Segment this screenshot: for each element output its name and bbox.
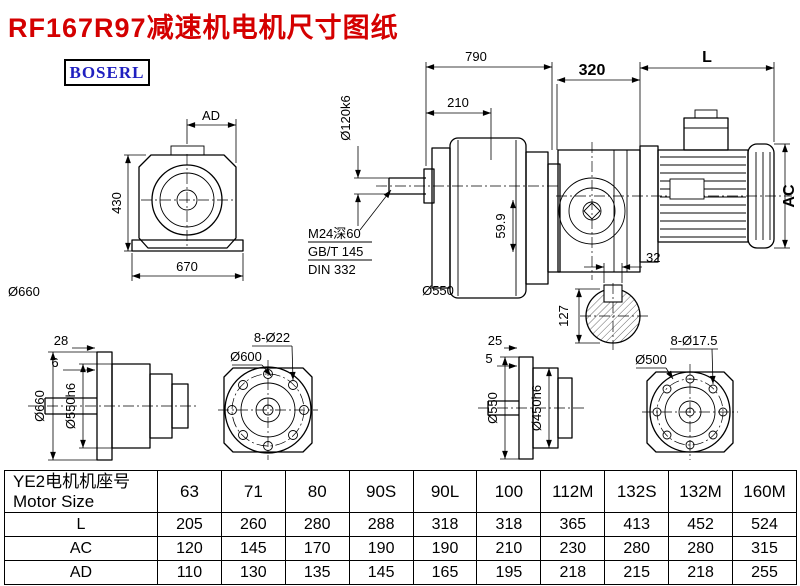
dim-value-cell: 318 — [476, 512, 542, 537]
dim-value-cell: 280 — [668, 536, 734, 561]
dim-label-28: 28 — [54, 333, 68, 348]
dim-value-cell: 230 — [540, 536, 606, 561]
dim-value-cell: 315 — [732, 536, 797, 561]
dim-value-cell: 318 — [412, 512, 478, 537]
standard-label-din: DIN 332 — [308, 262, 356, 277]
dim-value-cell: 260 — [220, 512, 286, 537]
dim-label-500: Ø500 — [635, 352, 667, 367]
dim-value-cell: 130 — [220, 560, 286, 585]
brand-logo: BOSERL — [64, 59, 150, 86]
dim-value-cell: 170 — [284, 536, 350, 561]
dim-label-550: Ø550 — [422, 283, 454, 298]
dim-label-flange3-od: Ø550 — [485, 392, 500, 424]
size-column-header: 160M — [732, 470, 797, 513]
dim-label-ad: AD — [202, 108, 220, 123]
dim-value-cell: 145 — [220, 536, 286, 561]
motor-size-header-cn: YE2电机机座号 — [13, 471, 131, 491]
dim-value-cell: 120 — [157, 536, 222, 561]
page-title: RF167R97减速机电机尺寸图纸 — [8, 13, 399, 43]
dim-value-cell: 218 — [668, 560, 734, 585]
size-column-header: 80 — [284, 470, 350, 513]
flange-face-view-1: Ø600 8-Ø22 — [218, 330, 318, 460]
dim-label-599: 59.9 — [493, 213, 508, 238]
dim-label-flange1-od: Ø660 — [32, 390, 47, 422]
dim-value-cell: 145 — [348, 560, 414, 585]
dim-value-cell: 165 — [412, 560, 478, 585]
motor-nameplate — [669, 178, 705, 200]
dim-label-600: Ø600 — [230, 349, 262, 364]
size-column-header: 71 — [220, 470, 286, 513]
flange-face-view-2: Ø500 8-Ø17.5 — [635, 333, 738, 460]
dim-label-8x175: 8-Ø17.5 — [671, 333, 718, 348]
dim-value-cell: 218 — [540, 560, 606, 585]
size-column-header: 132S — [604, 470, 670, 513]
flange-side-view-1: 28 6 Ø660 Ø550h6 — [28, 333, 196, 461]
size-column-header: 112M — [540, 470, 606, 513]
dim-value-cell: 110 — [157, 560, 222, 585]
dim-label-8x22: 8-Ø22 — [254, 330, 290, 345]
size-column-header: 90S — [348, 470, 414, 513]
dim-label-6: 6 — [51, 355, 58, 370]
dim-value-cell: 280 — [604, 536, 670, 561]
dim-value-cell: 190 — [348, 536, 414, 561]
dim-value-cell: 365 — [540, 512, 606, 537]
side-view: 790 210 Ø120k6 M24深60 GB/T 145 DIN 332 5… — [308, 49, 561, 299]
size-column-header: 63 — [157, 470, 222, 513]
dim-label-ac: AC — [781, 184, 798, 208]
row-label-ac: AC — [4, 536, 158, 561]
standard-label-gbt: GB/T 145 — [308, 244, 363, 259]
dim-value-cell: 255 — [732, 560, 797, 585]
flange-side-view-2: 25 5 Ø550 Ø450h6 — [478, 333, 584, 460]
dim-label-210: 210 — [447, 95, 469, 110]
dim-value-cell: 280 — [284, 512, 350, 537]
dim-label-670: 670 — [176, 259, 198, 274]
dim-value-cell: 205 — [157, 512, 222, 537]
dim-label-shaft-dia: Ø120k6 — [338, 95, 353, 141]
dim-value-cell: 195 — [476, 560, 542, 585]
dim-label-660: Ø660 — [8, 284, 40, 299]
bolt-holes — [227, 369, 309, 451]
dim-label-32: 32 — [646, 250, 660, 265]
size-column-header: 100 — [476, 470, 542, 513]
dim-value-cell: 210 — [476, 536, 542, 561]
dim-label-motor-length: L — [702, 49, 712, 66]
front-view: AD 430 670 Ø660 — [8, 108, 244, 299]
dim-label-790: 790 — [465, 49, 487, 64]
dim-value-cell: 413 — [604, 512, 670, 537]
technical-drawing: AD 430 670 Ø660 790 210 Ø120k6 M — [8, 49, 798, 461]
dim-value-cell: 288 — [348, 512, 414, 537]
size-column-header: 90L — [412, 470, 478, 513]
dim-label-flange3-spigot: Ø450h6 — [529, 385, 544, 431]
bolt-holes — [652, 374, 728, 450]
dim-value-cell: 135 — [284, 560, 350, 585]
dim-value-cell: 190 — [412, 536, 478, 561]
row-label-ad: AD — [4, 560, 158, 585]
dim-value-cell: 524 — [732, 512, 797, 537]
dim-label-flange1-spigot: Ø550h6 — [63, 383, 78, 429]
motor-size-header-en: Motor Size — [13, 491, 95, 511]
dim-label-25: 25 — [488, 333, 502, 348]
dim-label-320: 320 — [579, 62, 606, 79]
size-column-header: 132M — [668, 470, 734, 513]
dim-label-5: 5 — [485, 351, 492, 366]
motor-view: 320 L AC 32 127 — [556, 49, 798, 350]
dim-label-430: 430 — [109, 192, 124, 214]
dim-value-cell: 452 — [668, 512, 734, 537]
tap-hole-label: M24深60 — [308, 226, 361, 241]
dim-value-cell: 215 — [604, 560, 670, 585]
row-label-l: L — [4, 512, 158, 537]
dim-label-127: 127 — [556, 305, 571, 327]
